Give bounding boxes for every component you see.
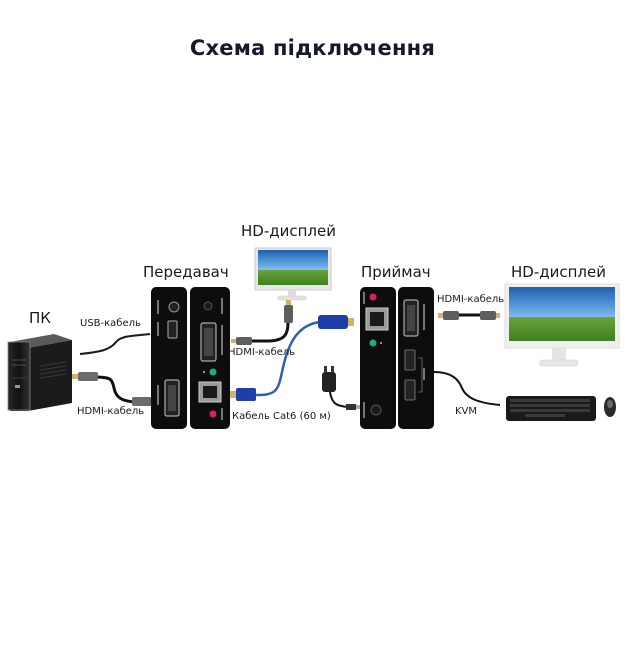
receiver-front-panel: [360, 287, 396, 429]
display-transmitter-icon: [254, 247, 332, 301]
mouse-icon: [604, 397, 616, 417]
display-receiver-icon: [504, 283, 620, 367]
usb-cable: [79, 333, 151, 355]
display-receiver-label: HD-дисплей: [511, 263, 606, 281]
page-title: Схема підключення: [189, 36, 436, 60]
usb-cable-label: USB-кабель: [80, 318, 141, 329]
tx-hdmi-cable: [231, 300, 293, 345]
transmitter-front-panel: [151, 287, 187, 429]
transmitter-label: Передавач: [143, 263, 229, 281]
cat6-cable-label: Кабель Cat6 (60 м): [232, 411, 331, 422]
rx-hdmi-cable-label: HDMI-кабель: [437, 294, 505, 305]
transmitter-back-panel: [190, 287, 230, 429]
pc-hdmi-cable: [72, 372, 157, 406]
kvm-cable: [433, 371, 501, 406]
pc-hdmi-cable-label: HDMI-кабель: [77, 406, 145, 417]
receiver-back-panel: [398, 287, 434, 429]
power-adapter-icon: [322, 366, 360, 410]
pc-label: ПК: [29, 309, 51, 327]
keyboard-icon: [506, 396, 596, 421]
pc-tower-icon: [7, 334, 72, 411]
rx-hdmi-cable: [438, 311, 500, 320]
display-transmitter-label: HD-дисплей: [241, 222, 336, 240]
tx-hdmi-cable-label: HDMI-кабель: [228, 347, 296, 358]
receiver-label: Приймач: [361, 263, 431, 281]
kvm-cable-label: KVM: [455, 406, 478, 417]
cat6-cable: [230, 315, 354, 401]
